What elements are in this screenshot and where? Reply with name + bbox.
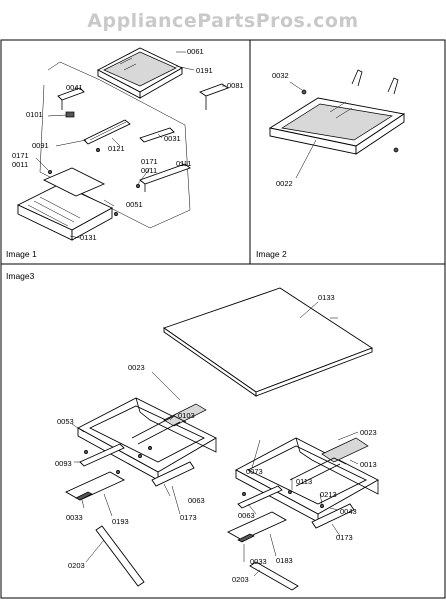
callout-0103: 0103: [178, 411, 195, 420]
shelf-glass-0022: [281, 103, 393, 141]
callout-0093: 0093: [55, 459, 72, 468]
callout-0203-b: 0203: [232, 575, 249, 584]
image2-assembly: [268, 69, 406, 179]
rail-0103: [163, 403, 207, 427]
outer-frame: [0, 39, 446, 599]
callout-0131: 0131: [80, 233, 97, 242]
callout-0173-b: 0173: [336, 533, 353, 542]
callout-0031: 0031: [164, 134, 181, 143]
strip-0203-left: [95, 525, 145, 587]
callout-0173-a: 0173: [180, 513, 197, 522]
callout-0023-b: 0023: [360, 428, 377, 437]
handle-0033-left: [75, 491, 93, 501]
callout-0061: 0061: [187, 47, 204, 56]
callout-0171-a: 0171: [12, 151, 29, 160]
callout-0022: 0022: [276, 179, 293, 188]
callout-0032: 0032: [272, 71, 289, 80]
track-0063-right: [237, 485, 283, 509]
callout-0091: 0091: [32, 141, 49, 150]
callout-0063-b: 0063: [238, 511, 255, 520]
track-0093: [79, 443, 125, 467]
callout-0011-b: 0011: [141, 166, 157, 175]
cover-0051: [42, 167, 106, 197]
callout-0191: 0191: [196, 66, 213, 75]
panel-title-image2: Image 2: [256, 249, 287, 259]
handle-0033-right: [237, 533, 255, 543]
callout-0073: 0073: [246, 467, 263, 476]
shelf-glass-0061: [103, 51, 177, 87]
callout-0133: 0133: [318, 293, 335, 302]
callout-0121: 0121: [108, 144, 125, 153]
callout-0043: 0043: [340, 507, 357, 516]
callout-0171-b: 0171: [141, 157, 158, 166]
panel-0183: [227, 511, 287, 541]
callout-0013: 0013: [360, 460, 377, 469]
callout-0041: 0041: [66, 83, 83, 92]
callout-0101: 0101: [26, 110, 43, 119]
rail-0041: [57, 87, 85, 101]
panel-0193: [65, 471, 125, 501]
panel-frames: [0, 39, 446, 599]
callout-0011-a: 0011: [12, 160, 28, 169]
glass-plate-0133: [163, 287, 373, 393]
callout-0193: 0193: [112, 517, 129, 526]
strip-0203-right: [249, 561, 299, 591]
clip-0101: [65, 111, 75, 118]
callout-0183: 0183: [276, 556, 293, 565]
callout-0023-a: 0023: [128, 363, 145, 372]
rail-0031: [139, 127, 175, 143]
callout-0051: 0051: [126, 200, 143, 209]
callout-0053: 0053: [57, 417, 74, 426]
rail-0013: [321, 437, 369, 463]
callout-0113: 0113: [296, 477, 312, 486]
callout-0111: 0111: [176, 159, 192, 168]
callout-0203-a: 0203: [68, 561, 85, 570]
panel-title-image1: Image 1: [6, 249, 37, 259]
image3-assembly: [65, 287, 379, 591]
watermark: AppliancePartsPros.com: [87, 10, 358, 32]
callout-0033-b: 0033: [250, 557, 267, 566]
panel-title-image3: Image3: [6, 271, 35, 281]
callout-0063-a: 0063: [188, 496, 205, 505]
callout-0033-a: 0033: [66, 513, 83, 522]
rail-0111: [139, 163, 191, 185]
callout-0081: 0081: [227, 81, 244, 90]
image1-assembly: [16, 47, 229, 241]
callout-0213: 0213: [320, 490, 337, 499]
rail-0081: [199, 83, 229, 97]
rail-0173-left: [151, 461, 195, 487]
